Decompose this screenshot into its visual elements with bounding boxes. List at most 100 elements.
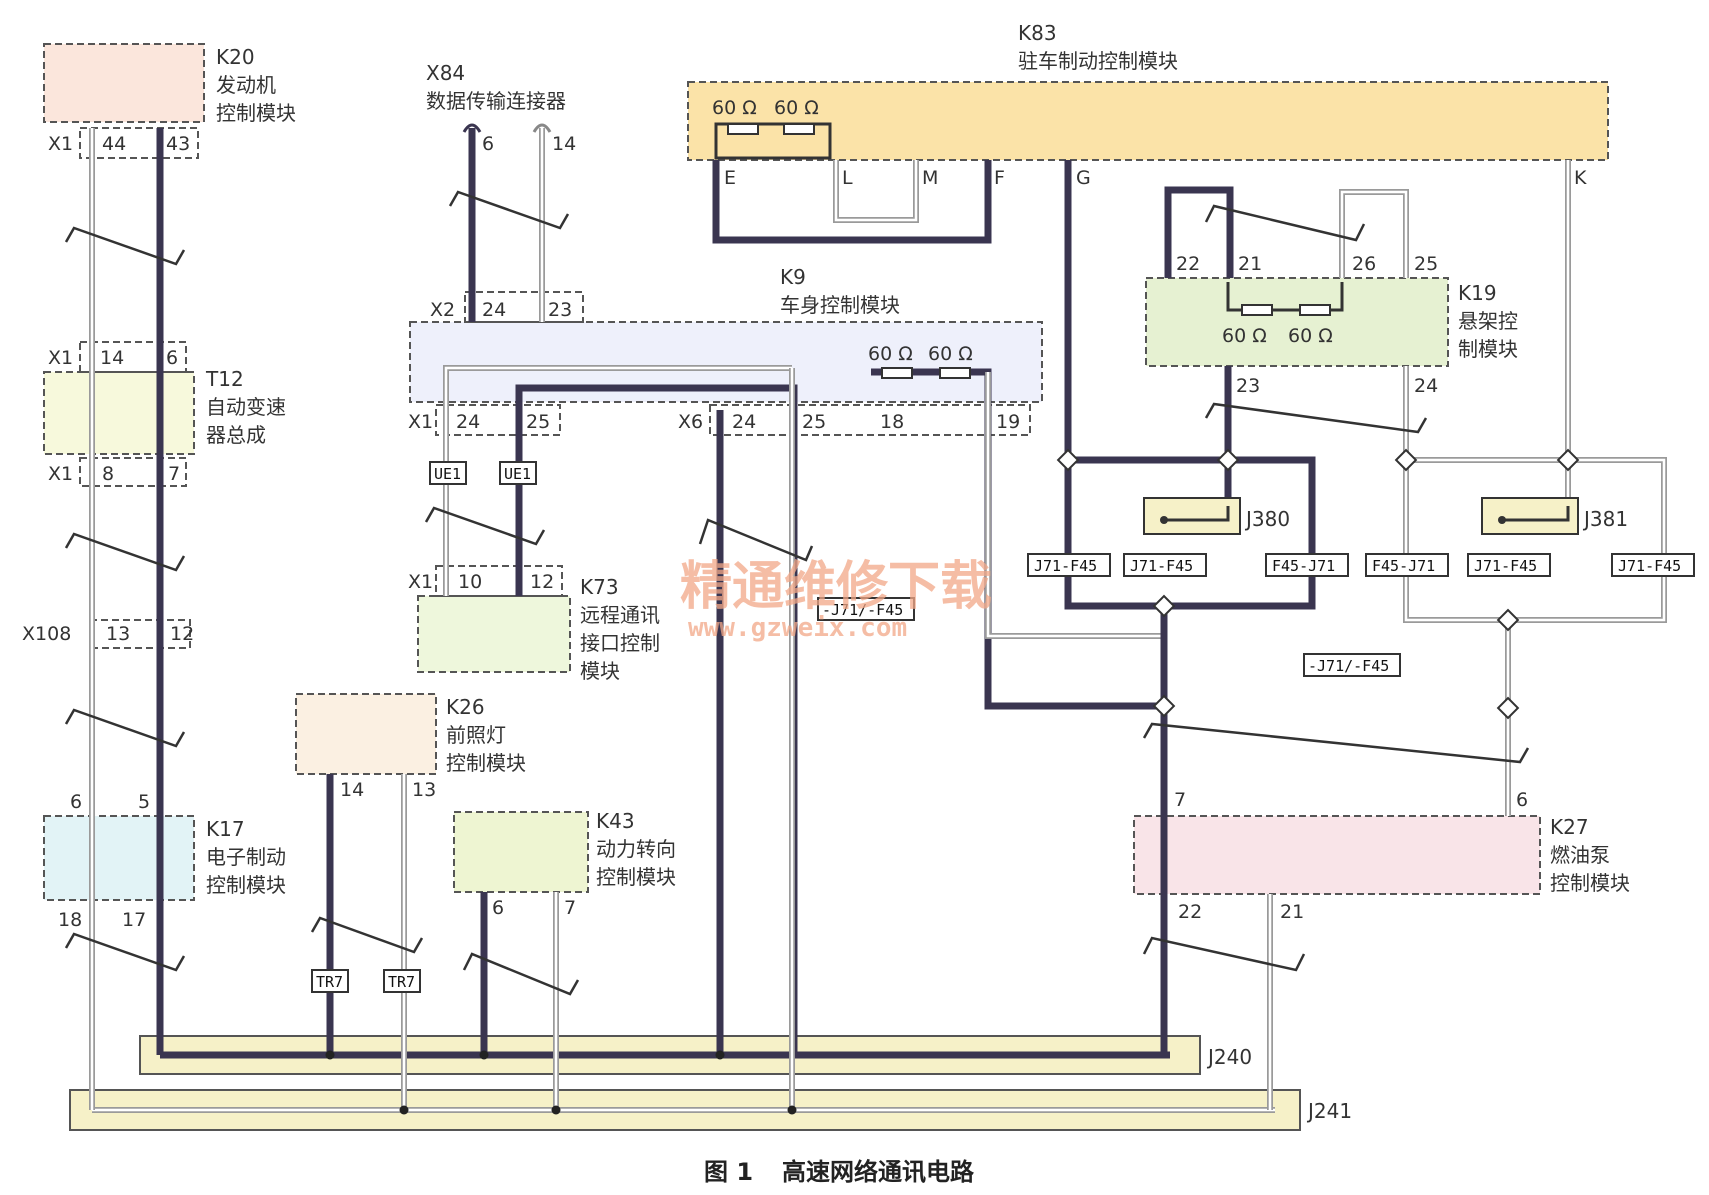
k17-code: K17 xyxy=(206,817,245,841)
figure-number: 图 1 xyxy=(704,1158,753,1186)
k73-conn: X1 xyxy=(408,571,433,593)
twisted-pair-marks xyxy=(64,190,1530,996)
x108-pin-b: 12 xyxy=(170,623,194,645)
j380-label: J380 xyxy=(1244,507,1290,531)
k19-name-1: 悬架控 xyxy=(1458,309,1518,333)
k20-box xyxy=(43,43,205,123)
k17-box xyxy=(43,815,195,901)
j240-label: J240 xyxy=(1206,1045,1252,1069)
k73-box xyxy=(417,595,571,673)
k9-x6-conn: X6 xyxy=(678,411,703,433)
k9-box xyxy=(409,321,1043,403)
splice-label-7: -J71/-F45 xyxy=(822,601,903,619)
k43-pin-b: 7 xyxy=(564,897,576,919)
wires-left xyxy=(89,128,164,1110)
x84-name: 数据传输连接器 xyxy=(426,89,566,113)
k19-box xyxy=(1145,277,1449,367)
k17-bot-pin-a: 18 xyxy=(58,909,82,931)
splice-label-3: F45-J71 xyxy=(1272,557,1335,575)
ue1-label-a: UE1 xyxy=(434,465,461,483)
k9-x6-pin-box xyxy=(709,404,1031,436)
k19-pin-21: 21 xyxy=(1238,253,1262,275)
k26-code: K26 xyxy=(446,695,485,719)
t12-bot-pin-a: 8 xyxy=(102,463,114,485)
watermark-text: 精通维修下载 xyxy=(680,557,992,617)
k20-pin-b: 43 xyxy=(166,133,190,155)
k19-pin-26: 26 xyxy=(1352,253,1376,275)
k43-code: K43 xyxy=(596,809,635,833)
k43-name-2: 控制模块 xyxy=(596,865,676,889)
k73-pin-box xyxy=(435,565,563,597)
tr7-label-b: TR7 xyxy=(388,973,415,991)
ue1-label-b: UE1 xyxy=(504,465,531,483)
k19-pin-24: 24 xyxy=(1414,375,1438,397)
t12-top-pin-b: 6 xyxy=(166,347,178,369)
k83-pin-k: K xyxy=(1574,167,1587,189)
k20-name-2: 控制模块 xyxy=(216,101,296,125)
wires-k27 xyxy=(1160,894,1273,1110)
k9-x2-pin-b: 23 xyxy=(548,299,572,321)
k73-code: K73 xyxy=(580,575,619,599)
j381-label: J381 xyxy=(1582,507,1628,531)
k83-pin-l: L xyxy=(842,167,853,189)
k9-res-1: 60 Ω xyxy=(868,343,913,365)
k26-pin-a: 14 xyxy=(340,779,364,801)
k19-code: K19 xyxy=(1458,281,1497,305)
k83-pin-e: E xyxy=(724,167,736,189)
t12-top-conn: X1 xyxy=(48,347,73,369)
k19-pin-25: 25 xyxy=(1414,253,1438,275)
bus-junction-dots xyxy=(325,1050,797,1115)
k19-pin-22: 22 xyxy=(1176,253,1200,275)
k9-x1-pin-box xyxy=(435,404,561,436)
t12-top-pin-a: 14 xyxy=(100,347,124,369)
t12-top-pin-box xyxy=(79,341,187,373)
splice-label-2: J71-F45 xyxy=(1130,557,1193,575)
k17-name-1: 电子制动 xyxy=(206,845,286,869)
x84-pin-b: 14 xyxy=(552,133,576,155)
k83-pin-g: G xyxy=(1076,167,1091,189)
k9-pin-19: 19 xyxy=(996,411,1020,433)
wires-x84 xyxy=(462,123,552,322)
k17-top-pin-a: 6 xyxy=(70,791,82,813)
k27-name-2: 控制模块 xyxy=(1550,871,1630,895)
k83-code: K83 xyxy=(1018,21,1057,45)
k26-box xyxy=(295,693,437,775)
wires-k73 xyxy=(443,560,523,596)
k73-name-3: 模块 xyxy=(580,659,620,683)
splice-label-5: J71-F45 xyxy=(1474,557,1537,575)
watermark-url: www.gzweix.com xyxy=(688,613,907,643)
k27-name-1: 燃油泵 xyxy=(1550,843,1610,867)
splice-points xyxy=(1056,448,1580,720)
k20-pin-box xyxy=(79,127,199,159)
k9-res-2: 60 Ω xyxy=(928,343,973,365)
k20-code: K20 xyxy=(216,45,255,69)
wires-k26-k43 xyxy=(326,774,559,1110)
t12-bot-pin-b: 7 xyxy=(168,463,180,485)
j381-inner xyxy=(1502,506,1570,522)
x84-pin-a: 6 xyxy=(482,133,494,155)
splice-label-8: -J71/-F45 xyxy=(1308,657,1389,675)
k9-code: K9 xyxy=(780,265,806,289)
k9-x6-pin-b: 25 xyxy=(802,411,826,433)
k9-x2-pin-box xyxy=(464,291,584,323)
k27-code: K27 xyxy=(1550,815,1589,839)
k19-res-2: 60 Ω xyxy=(1288,325,1333,347)
k17-bot-pin-b: 17 xyxy=(122,909,146,931)
k20-pin-a: 44 xyxy=(102,133,126,155)
k17-top-pin-b: 5 xyxy=(138,791,150,813)
k9-x1-pin-b: 25 xyxy=(526,411,550,433)
k43-name-1: 动力转向 xyxy=(596,837,676,861)
t12-box xyxy=(43,371,195,455)
wires-k9-internal xyxy=(443,365,1164,1110)
k83-pin-f: F xyxy=(994,167,1005,189)
k83-res-2: 60 Ω xyxy=(774,97,819,119)
k9-x2-conn: X2 xyxy=(430,299,455,321)
t12-code: T12 xyxy=(205,367,244,391)
k83-res-1: 60 Ω xyxy=(712,97,757,119)
j381-box xyxy=(1481,497,1579,535)
resistors xyxy=(727,123,1331,379)
k26-name-2: 控制模块 xyxy=(446,751,526,775)
t12-bot-pin-box xyxy=(79,457,187,487)
k43-box xyxy=(453,811,589,893)
